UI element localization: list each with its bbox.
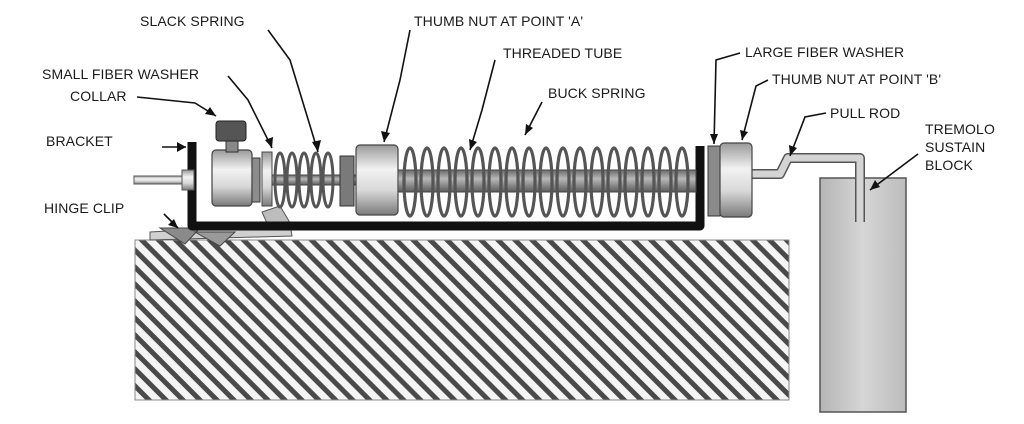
leader-arrowheads xyxy=(168,107,880,228)
label-tremolo-line3: BLOCK xyxy=(925,157,974,173)
collar xyxy=(211,120,253,207)
label-small-fiber-washer: SMALL FIBER WASHER xyxy=(42,66,199,82)
large-fiber-washer xyxy=(707,145,721,217)
label-buck-spring: BUCK SPRING xyxy=(548,85,646,101)
label-large-fiber-washer: LARGE FIBER WASHER xyxy=(745,44,904,60)
label-threaded-tube: THREADED TUBE xyxy=(503,45,622,61)
label-thumb-nut-a: THUMB NUT AT POINT 'A' xyxy=(414,13,583,29)
threaded-tube xyxy=(397,169,697,193)
slack-spring xyxy=(273,151,335,209)
label-tremolo-line2: SUSTAIN xyxy=(925,139,985,155)
buck-spring xyxy=(402,146,690,218)
label-bracket: BRACKET xyxy=(46,133,113,149)
body-cross-section xyxy=(134,239,790,401)
label-hinge-clip: HINGE CLIP xyxy=(44,200,124,216)
label-slack-spring: SLACK SPRING xyxy=(140,13,245,29)
label-pull-rod: PULL ROD xyxy=(830,105,900,121)
thumb-nut-a xyxy=(355,144,399,216)
small-fiber-washer xyxy=(251,157,261,203)
thumb-nut-b xyxy=(719,142,753,218)
label-thumb-nut-b: THUMB NUT AT POINT 'B' xyxy=(772,71,941,87)
leader-lines xyxy=(136,29,919,229)
label-collar: COLLAR xyxy=(70,88,127,104)
label-tremolo-line1: TREMOLO xyxy=(925,121,995,137)
